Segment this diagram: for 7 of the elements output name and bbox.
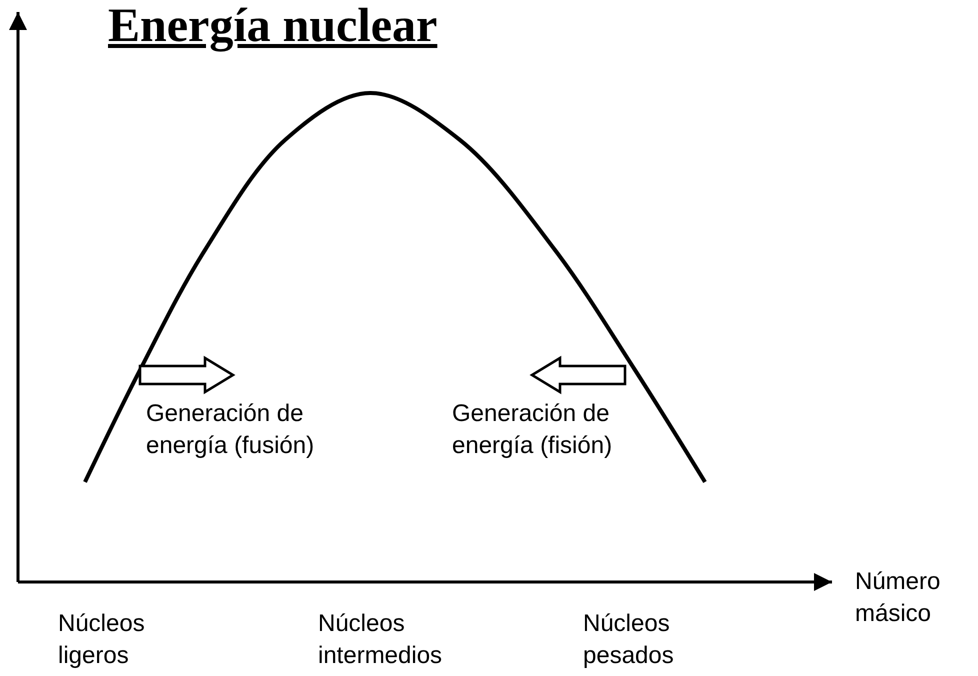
axis-label: Número másico bbox=[855, 567, 942, 629]
annotation: Generación de energía (fusión) bbox=[146, 399, 316, 461]
title: Energía nuclear bbox=[108, 0, 438, 52]
axis-category-label: Núcleos pesados bbox=[583, 609, 675, 671]
axis-category-label: Núcleos ligeros bbox=[58, 609, 146, 671]
annotation: Generación de energía (fisión) bbox=[452, 399, 614, 461]
axis-category-label: Núcleos intermedios bbox=[318, 609, 444, 671]
